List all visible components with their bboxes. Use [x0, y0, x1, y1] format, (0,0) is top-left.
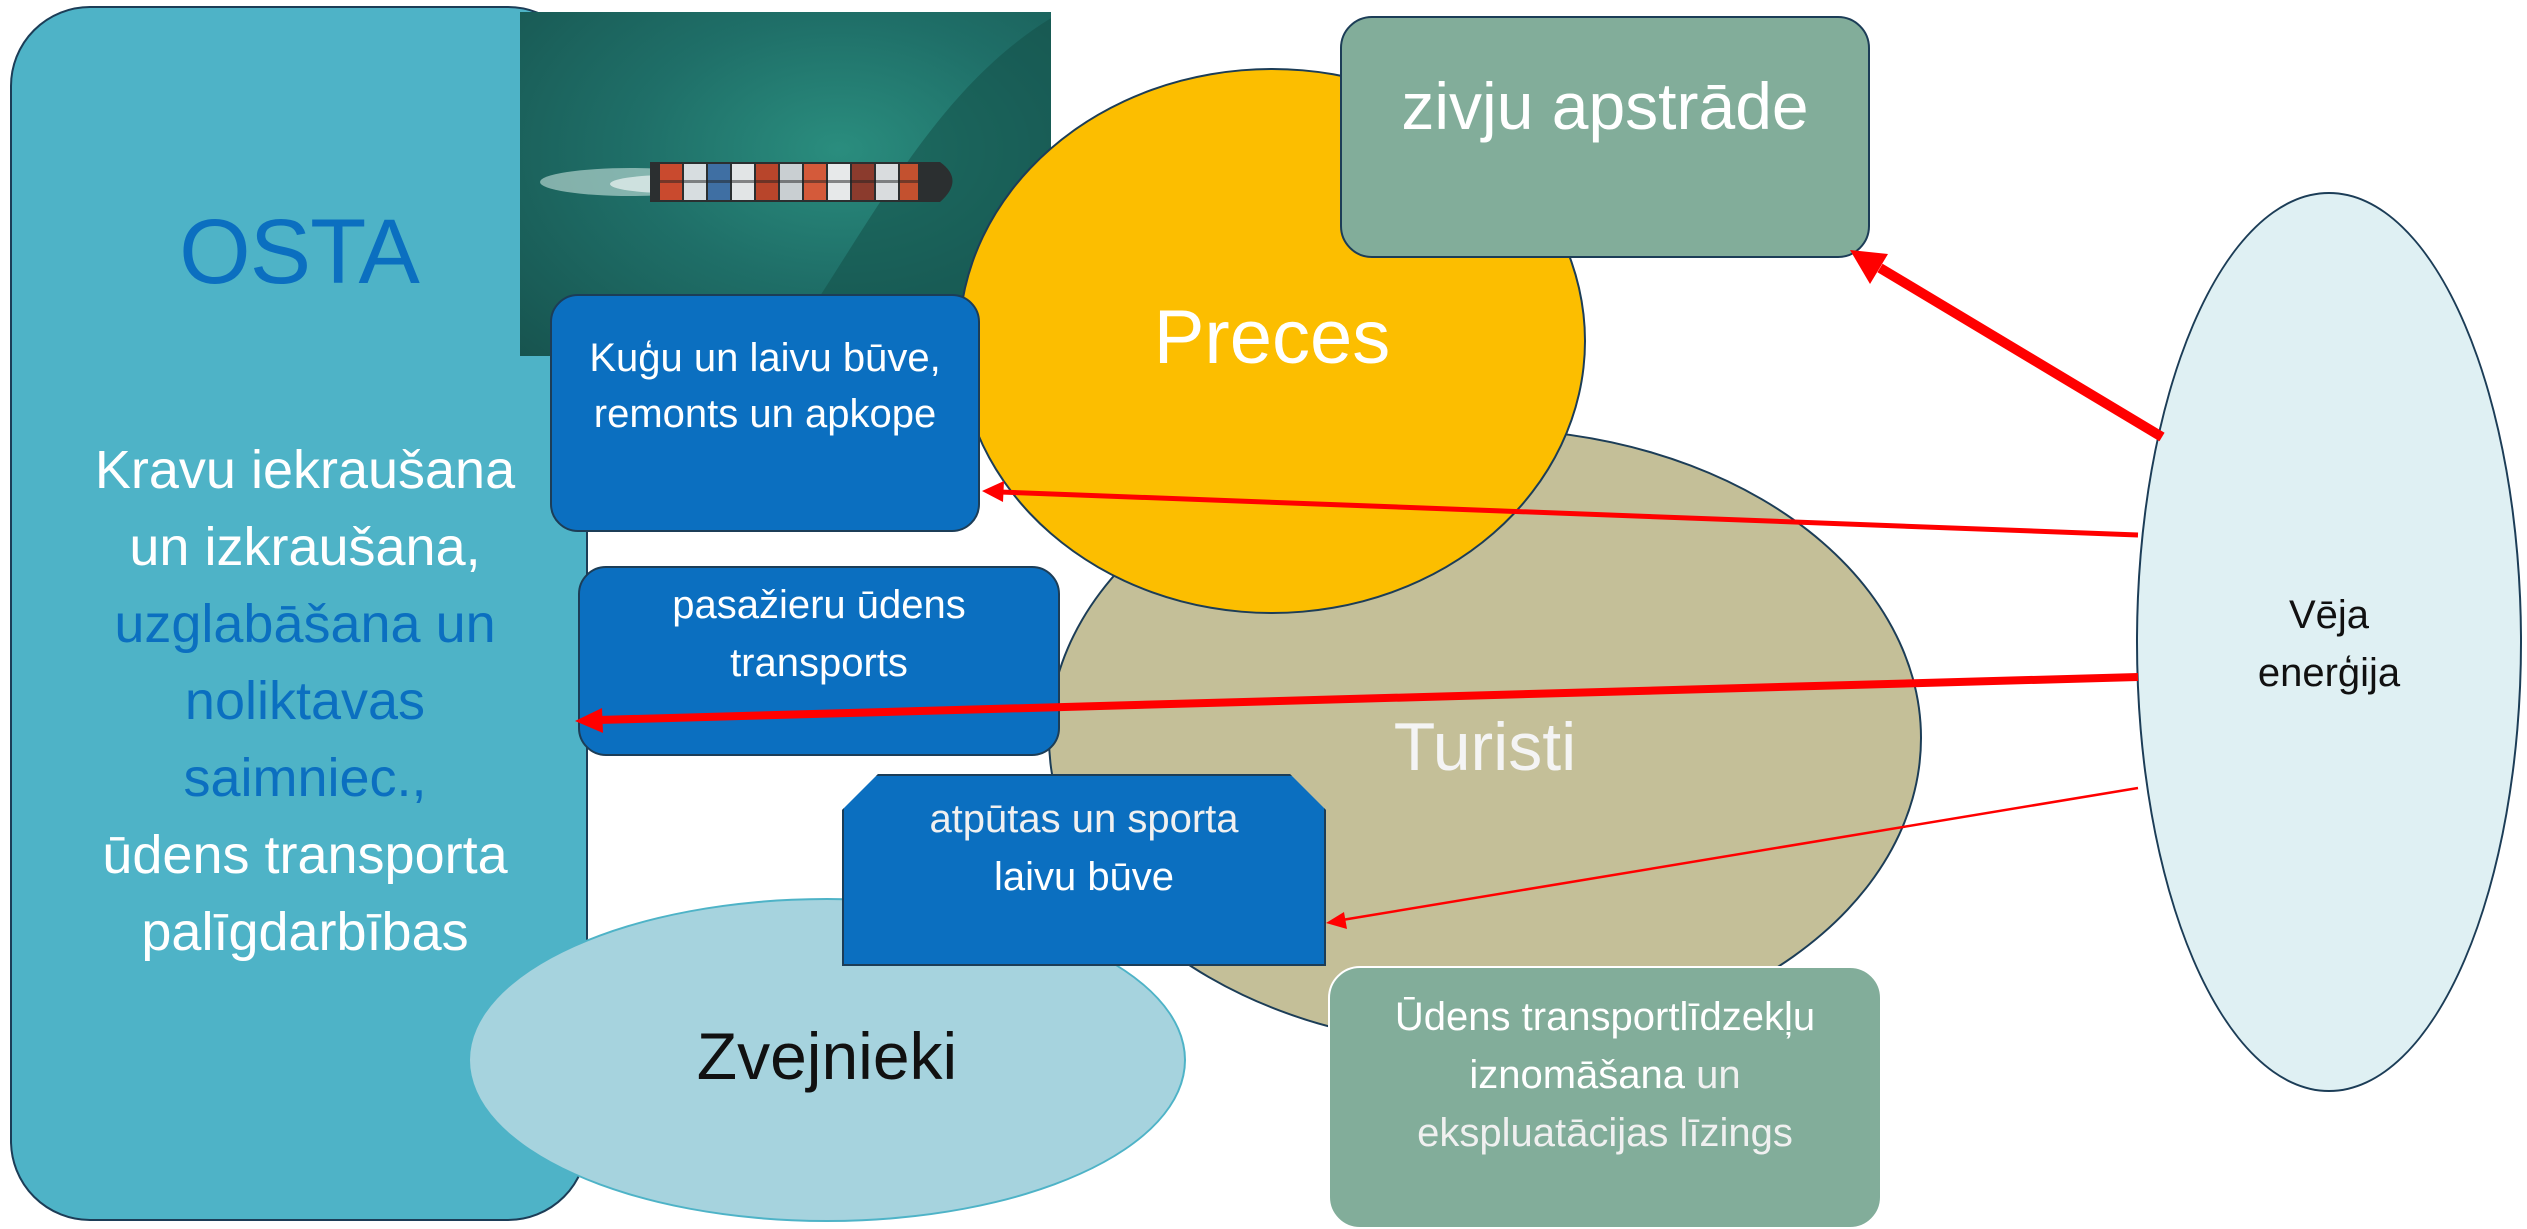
arrow-veja-to-osta [575, 673, 2139, 733]
osta-line-1: Kravu iekraušana [94, 440, 516, 500]
zvejnieki-label: Zvejnieki [696, 1019, 958, 1093]
pasaz-line-2: transports [730, 641, 908, 685]
osta-line-5: saimniec., [183, 748, 427, 808]
osta-line-4: noliktavas [184, 671, 426, 731]
pasazieru-transports-text: pasažieru ūdens transports [578, 576, 1060, 692]
kugu-buve-box [550, 294, 980, 532]
arrow-veja-to-zivju [1850, 250, 2165, 442]
preces-label: Preces [1153, 295, 1391, 380]
veja-line-1: Vēja [2288, 593, 2370, 637]
pasaz-line-1: pasažieru ūdens [672, 583, 966, 627]
zivju-apstrade-text: zivju apstrāde [1401, 69, 1809, 143]
veja-energija-label: Vēja enerģija [2136, 586, 2522, 702]
atputas-laivu-buve-text: atpūtas un sporta laivu būve [842, 790, 1326, 906]
pasazieru-transports-box [578, 566, 1060, 756]
veja-line-2: enerģija [2257, 651, 2401, 695]
zivju-apstrade-box [1340, 16, 1870, 258]
transportlidzeklu-iznomasana-box [1328, 966, 1882, 1229]
udens-line-2: iznomāšana un [1328, 1046, 1882, 1104]
veja-energija-ellipse [2136, 192, 2522, 1092]
kugu-line-2: remonts un apkope [593, 392, 937, 436]
udens-line-1: Ūdens transportlīdzekļu [1394, 995, 1816, 1039]
udens-line-2a: iznomāšana [1469, 1053, 1686, 1097]
turisti-label: Turisti [1393, 709, 1577, 785]
osta-line-7: palīgdarbības [141, 902, 469, 962]
kugu-buve-text: Kuģu un laivu būve, remonts un apkope [550, 330, 980, 442]
osta-title: OSTA [179, 201, 420, 303]
osta-line-6: ūdens transporta [102, 825, 508, 885]
atputas-line-2: laivu būve [993, 855, 1175, 899]
udens-line-2b: un [1685, 1053, 1741, 1097]
osta-line-3: uzglabāšana un [114, 594, 496, 654]
udens-line-3: ekspluatācijas līzings [1417, 1111, 1793, 1155]
arrow-veja-to-kugu [982, 481, 2139, 538]
atputas-line-1: atpūtas un sporta [929, 797, 1239, 841]
arrow-veja-to-atputas [1326, 786, 2139, 929]
transportlidzeklu-iznomasana-text: Ūdens transportlīdzekļu iznomāšana un ek… [1328, 988, 1882, 1162]
osta-line-2: un izkraušana, [129, 517, 481, 577]
kugu-line-1: Kuģu un laivu būve, [589, 336, 941, 380]
osta-description: Kravu iekraušana un izkraušana, uzglabāš… [60, 432, 550, 971]
atputas-laivu-buve-box [842, 774, 1326, 966]
